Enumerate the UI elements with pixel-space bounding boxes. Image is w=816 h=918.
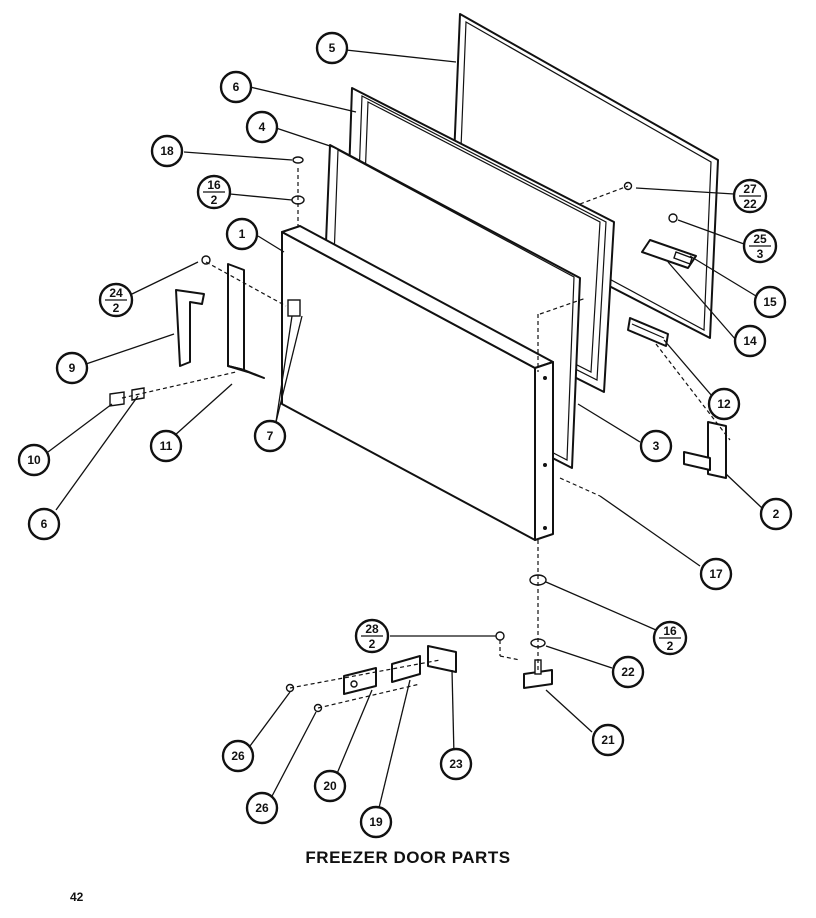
leader-lines	[47, 49, 763, 813]
part-21-hinge-pin	[523, 659, 553, 689]
svg-text:4: 4	[259, 120, 266, 134]
part-7-pin	[287, 299, 301, 317]
svg-text:21: 21	[601, 733, 615, 747]
part-10-cap	[109, 387, 145, 407]
svg-text:23: 23	[449, 757, 463, 771]
svg-text:19: 19	[369, 815, 383, 829]
callout-1: 1	[225, 217, 259, 251]
svg-text:12: 12	[717, 397, 731, 411]
callout-10: 10	[17, 443, 51, 477]
page-number: 42	[70, 890, 84, 904]
svg-text:14: 14	[743, 334, 757, 348]
svg-text:10: 10	[27, 453, 41, 467]
svg-text:7: 7	[267, 429, 274, 443]
callout-16-2-bottom: 162	[652, 620, 688, 656]
part-2-bracket	[683, 421, 727, 479]
part-20-bracket	[343, 667, 377, 695]
assembly-guidelines	[121, 168, 731, 709]
svg-text:16: 16	[207, 178, 221, 192]
callout-18: 18	[150, 134, 184, 168]
svg-text:18: 18	[160, 144, 174, 158]
svg-text:22: 22	[743, 197, 757, 211]
svg-text:2: 2	[369, 637, 376, 651]
svg-text:25: 25	[753, 232, 767, 246]
callout-6b: 6	[27, 507, 61, 541]
callout-19: 19	[359, 805, 393, 839]
svg-text:26: 26	[255, 801, 269, 815]
svg-text:28: 28	[365, 622, 379, 636]
callout-28-2: 282	[354, 618, 390, 654]
callout-17: 17	[699, 557, 733, 591]
callout-20: 20	[313, 769, 347, 803]
svg-text:16: 16	[663, 624, 677, 638]
callout-22: 22	[611, 655, 645, 689]
svg-text:22: 22	[621, 665, 635, 679]
callout-26a: 26	[221, 739, 255, 773]
callout-5: 5	[315, 31, 349, 65]
svg-text:6: 6	[233, 80, 240, 94]
part-12-rail	[627, 317, 669, 347]
svg-text:15: 15	[763, 295, 777, 309]
callout-7: 7	[253, 419, 287, 453]
svg-text:2: 2	[113, 301, 120, 315]
callout-25-3: 253	[742, 228, 778, 264]
callout-23: 23	[439, 747, 473, 781]
callout-24-2: 242	[98, 282, 134, 318]
callout-4: 4	[245, 110, 279, 144]
svg-text:2: 2	[667, 639, 674, 653]
callout-15: 15	[753, 285, 787, 319]
callout-26b: 26	[245, 791, 279, 825]
part-23-plate	[427, 645, 457, 673]
svg-text:1: 1	[239, 227, 246, 241]
part-15-hinge-top	[623, 181, 697, 269]
callout-2: 2	[759, 497, 793, 531]
callout-12: 12	[707, 387, 741, 421]
svg-text:11: 11	[160, 439, 173, 453]
callout-11: 11	[149, 429, 183, 463]
callout-16-2-top: 162	[196, 174, 232, 210]
diagram-title: FREEZER DOOR PARTS	[305, 848, 511, 867]
part-1-door-panel	[281, 225, 554, 541]
part-11-handle-bracket	[227, 263, 265, 379]
svg-text:26: 26	[231, 749, 245, 763]
svg-text:2: 2	[211, 193, 218, 207]
callout-3: 3	[639, 429, 673, 463]
callout-6a: 6	[219, 70, 253, 104]
part-19-bracket	[391, 655, 421, 683]
svg-text:27: 27	[743, 182, 757, 196]
part-9-handle	[175, 289, 205, 367]
svg-text:5: 5	[329, 41, 336, 55]
svg-text:3: 3	[757, 247, 764, 261]
svg-text:17: 17	[709, 567, 723, 581]
svg-text:6: 6	[41, 517, 48, 531]
svg-text:3: 3	[653, 439, 660, 453]
callout-21: 21	[591, 723, 625, 757]
callout-9: 9	[55, 351, 89, 385]
svg-text:2: 2	[773, 507, 780, 521]
svg-text:24: 24	[109, 286, 123, 300]
callout-14: 14	[733, 324, 767, 358]
svg-text:20: 20	[323, 779, 337, 793]
svg-text:9: 9	[69, 361, 76, 375]
